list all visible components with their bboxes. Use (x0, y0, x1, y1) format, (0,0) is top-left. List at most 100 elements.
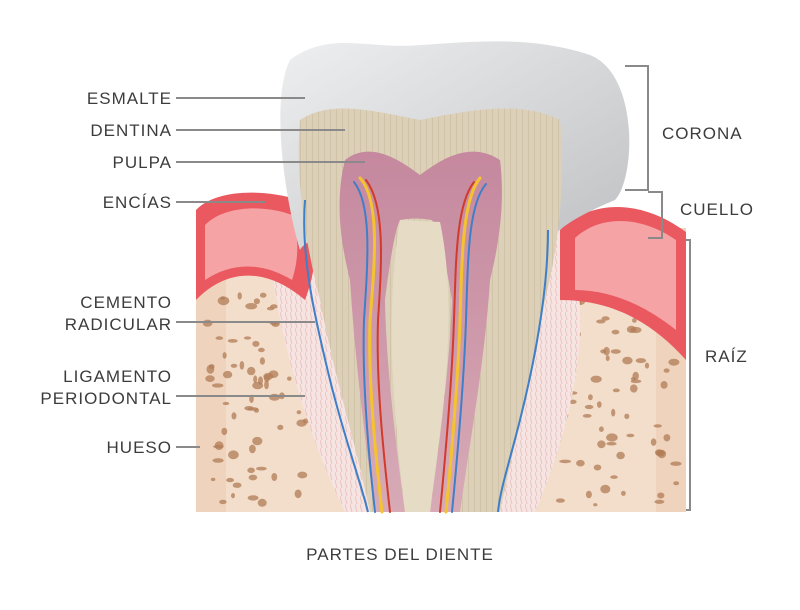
bone-pore (593, 503, 598, 507)
bone-pore (612, 388, 620, 393)
bone-pore (205, 375, 215, 382)
bone-pore (211, 383, 224, 388)
bone-pore (654, 499, 665, 504)
cementum-right (497, 229, 549, 513)
gum-left-inner (205, 208, 298, 280)
bone-pore (630, 384, 638, 393)
bone-pore (597, 440, 606, 449)
bone-pore (264, 380, 269, 390)
bone-pore (603, 346, 610, 356)
bone-pore (271, 473, 278, 481)
bone-pore (277, 424, 284, 430)
bone-pore (584, 404, 594, 410)
bone-pore (252, 436, 263, 446)
label-ligamento-line2: PERIODONTAL (40, 389, 172, 408)
bone-pore (247, 407, 259, 411)
bone-pore (220, 296, 225, 300)
bone-pore (597, 401, 602, 408)
bone-pore (258, 347, 265, 353)
bone-pore (655, 449, 665, 457)
bone-pore (221, 427, 228, 436)
bone-pore (585, 490, 592, 499)
bone-pore (247, 495, 259, 501)
bone-pore (226, 477, 235, 483)
bone-pore (268, 393, 281, 401)
bone-pore (227, 339, 238, 343)
bone-pore (259, 292, 267, 298)
label-cemento-line2: RADICULAR (64, 315, 172, 334)
bone-pore (259, 357, 265, 365)
bone-pore (239, 361, 245, 370)
bone-pore (268, 370, 279, 379)
bone-pore (590, 375, 602, 383)
bone-pore (256, 466, 267, 471)
bone-pore (622, 356, 633, 365)
bone-pore (611, 329, 620, 335)
section-brackets (625, 65, 691, 511)
label-raiz: RAÍZ (705, 347, 748, 366)
bone-pore (243, 336, 252, 340)
bone-pore (630, 326, 642, 334)
diagram-caption: PARTES DEL DIENTE (306, 545, 494, 564)
bone-pore (610, 349, 621, 354)
bone-pore (663, 368, 670, 373)
bone-pore (621, 490, 626, 496)
bone-pore (601, 316, 610, 321)
bone-pore (593, 464, 602, 471)
bone-pore (606, 433, 618, 442)
bone-pore (606, 441, 617, 446)
bone-pore (605, 355, 610, 362)
bone-pore (214, 441, 224, 450)
bone-pore (247, 366, 256, 376)
bone-pore (210, 477, 216, 482)
bone-pore (635, 358, 647, 364)
bone-pore (555, 498, 565, 503)
bone-pore (253, 375, 258, 384)
bone-pore (219, 499, 227, 505)
bone-pore (630, 379, 642, 384)
bone-pore (624, 413, 630, 419)
bone-pore (245, 303, 258, 310)
bone-pore (576, 459, 585, 467)
root-core (391, 220, 449, 512)
bone-pore (660, 381, 668, 389)
bone-pore (600, 349, 607, 354)
bracket-raiz (686, 239, 691, 511)
bone-pore (232, 482, 242, 488)
bone-pores (202, 292, 682, 507)
label-ligamento-line1: LIGAMENTO (63, 367, 172, 386)
bone-pore (228, 450, 239, 460)
bone-pore (668, 358, 680, 366)
bone-pore (582, 414, 592, 418)
bone-pore (559, 459, 572, 464)
bone-pore (296, 410, 302, 415)
bone-pore (297, 471, 308, 479)
bone-pore (222, 370, 233, 379)
bone-pore (626, 433, 635, 438)
bone-pore (222, 401, 230, 406)
bone-pore (610, 475, 618, 479)
bone-pore (596, 319, 606, 324)
blood-vessels-and-nerves (353, 176, 487, 514)
bone-pore (247, 467, 255, 474)
bone-pore (222, 352, 227, 359)
bone-pore (600, 484, 611, 494)
label-pulpa: PULPA (112, 153, 172, 172)
label-encias: ENCÍAS (102, 193, 172, 212)
bone-pore (616, 451, 625, 460)
bone-pore (673, 481, 680, 486)
bone-pore (253, 298, 260, 305)
bone-pore (266, 306, 275, 311)
bone-pore (663, 434, 671, 442)
bone-pore (252, 381, 264, 390)
bone-pore (611, 408, 616, 417)
bone-pore (644, 362, 650, 369)
label-cuello: CUELLO (680, 200, 755, 219)
bone-pore (287, 376, 292, 381)
label-cemento-line1: CEMENTO (80, 293, 172, 312)
bone-pore (257, 498, 267, 507)
label-corona: CORONA (662, 124, 743, 143)
bone-pore (248, 474, 258, 481)
bone-pore (231, 412, 237, 420)
